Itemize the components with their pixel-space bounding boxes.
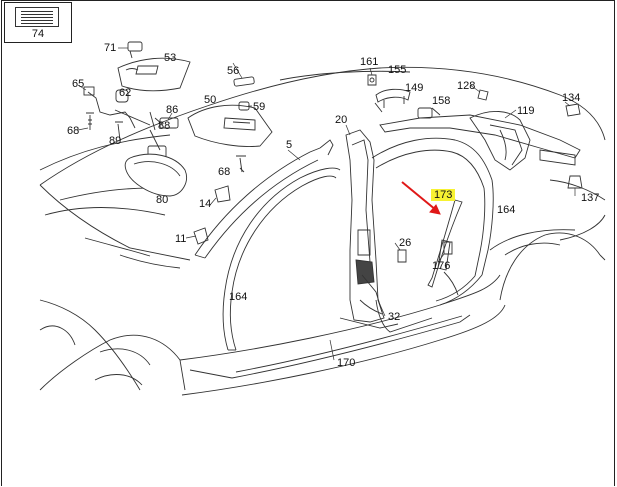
visor-parts bbox=[83, 41, 255, 131]
rear-door-opening bbox=[371, 137, 494, 333]
part-label-65[interactable]: 65 bbox=[72, 78, 85, 90]
part-label-50[interactable]: 50 bbox=[204, 94, 217, 106]
part-label-88[interactable]: 88 bbox=[158, 120, 171, 132]
part-label-164-rear[interactable]: 164 bbox=[497, 204, 516, 216]
part-label-14[interactable]: 14 bbox=[199, 198, 212, 210]
part-label-68-upper[interactable]: 68 bbox=[67, 125, 80, 137]
sun-visor-right bbox=[187, 104, 273, 147]
part-label-155[interactable]: 155 bbox=[388, 64, 407, 76]
part-label-5[interactable]: 5 bbox=[286, 139, 293, 151]
part-label-119[interactable]: 119 bbox=[517, 105, 535, 117]
part-label-89[interactable]: 89 bbox=[109, 135, 122, 147]
door-seal-173 bbox=[427, 199, 463, 296]
part-label-176[interactable]: 176 bbox=[432, 260, 451, 272]
front-door-opening bbox=[194, 139, 341, 351]
b-pillar bbox=[339, 129, 399, 329]
sun-visor-left bbox=[117, 57, 191, 92]
part-label-137[interactable]: 137 bbox=[581, 192, 600, 204]
part-label-56[interactable]: 56 bbox=[227, 65, 240, 77]
part-label-149[interactable]: 149 bbox=[405, 82, 424, 94]
part-label-161[interactable]: 161 bbox=[360, 56, 379, 68]
part-label-86[interactable]: 86 bbox=[166, 104, 179, 116]
part-label-11[interactable]: 11 bbox=[175, 233, 187, 245]
part-label-71[interactable]: 71 bbox=[104, 42, 117, 54]
part-label-62[interactable]: 62 bbox=[119, 87, 132, 99]
part-label-80[interactable]: 80 bbox=[156, 194, 169, 206]
part-label-164-front[interactable]: 164 bbox=[229, 291, 248, 303]
highlight-arrow bbox=[401, 181, 441, 215]
part-label-59[interactable]: 59 bbox=[253, 101, 266, 113]
part-label-20[interactable]: 20 bbox=[335, 114, 348, 126]
part-label-170[interactable]: 170 bbox=[337, 357, 356, 369]
legend-box: 74 bbox=[4, 2, 72, 43]
rear-view-mirror bbox=[124, 129, 187, 197]
part-label-173-highlighted[interactable]: 173 bbox=[431, 189, 456, 201]
part-label-128[interactable]: 128 bbox=[457, 80, 476, 92]
part-label-134[interactable]: 134 bbox=[562, 92, 581, 104]
part-label-68-lower[interactable]: 68 bbox=[218, 166, 231, 178]
part-label-53[interactable]: 53 bbox=[164, 52, 177, 64]
document-icon bbox=[15, 7, 59, 27]
rear-shelf bbox=[379, 111, 581, 171]
fasteners bbox=[86, 74, 583, 263]
part-label-26[interactable]: 26 bbox=[399, 237, 412, 249]
part-label-158[interactable]: 158 bbox=[432, 95, 451, 107]
legend-number: 74 bbox=[31, 28, 45, 40]
leader-lines bbox=[77, 47, 576, 361]
part-label-32[interactable]: 32 bbox=[388, 311, 401, 323]
